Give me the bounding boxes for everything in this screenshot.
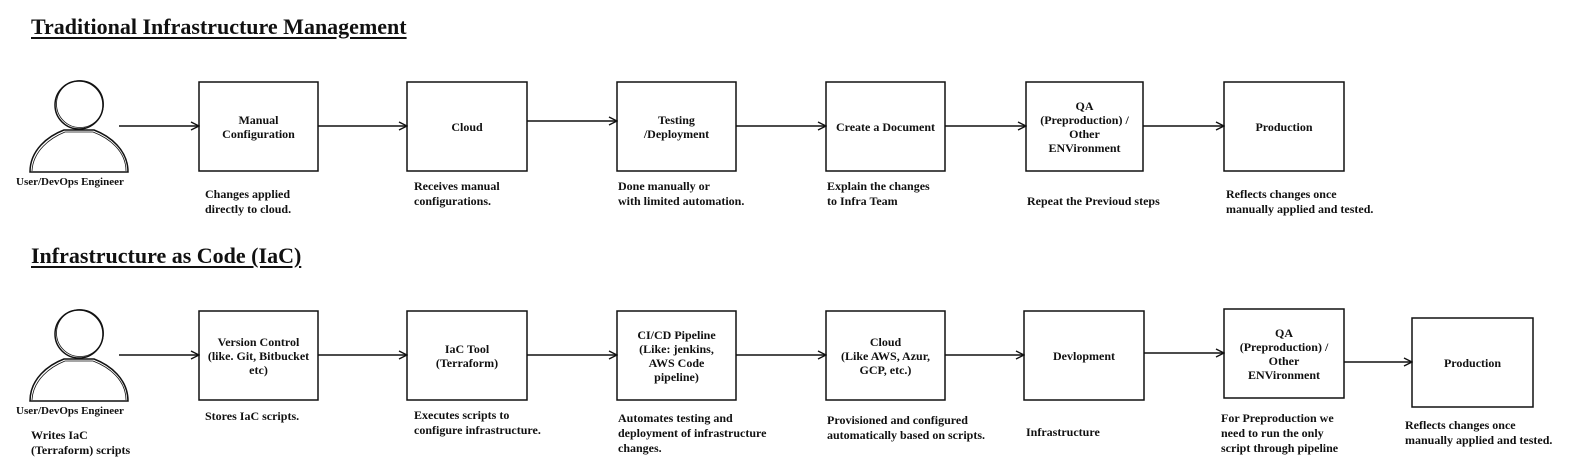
step-production: Production [1443,355,1502,370]
step-note: Automates testing and deployment of infr… [618,411,767,455]
step-note: Explain the changes to Infra Team [827,179,930,208]
step-note: Receives manual configurations. [414,179,500,208]
step-note: Repeat the Previoud steps [1027,194,1160,208]
step-note: Reflects changes once manually applied a… [1405,418,1553,447]
section-title-iac: Infrastructure as Code (IaC) [31,243,302,268]
step-production: Production [1255,119,1313,134]
user-label: User/DevOps Engineer [16,405,124,417]
step-note: Changes applied directly to cloud. [205,187,292,216]
step-cloud: Cloud (Like AWS, Azur, GCP, etc.) [841,334,930,377]
step-version-control: Version Control (like. Git, Bitbucket et… [207,334,310,377]
step-note: Infrastructure [1026,425,1100,439]
step-note: Reflects changes once manually applied a… [1226,187,1374,216]
step-cicd-pipeline: CI/CD Pipeline (Like: jenkins, AWS Code … [637,327,716,384]
step-qa-environment: QA (Preproduction) / Other ENVironment [1040,98,1129,155]
step-create-document: Create a Document [835,119,936,134]
step-qa-environment: QA (Preproduction) / Other ENVironment [1239,325,1329,382]
step-cloud: Cloud [451,119,483,134]
step-note: Done manually or with limited automation… [618,179,745,208]
step-note: For Preproduction we need to run the onl… [1221,411,1339,455]
user-icon [29,309,129,402]
user-label: User/DevOps Engineer [16,176,124,188]
user-note: Writes IaC (Terraform) scripts [31,428,131,457]
step-development: Devlopment [1053,348,1115,363]
step-manual-configuration: Manual Configuration [222,112,295,141]
step-note: Stores IaC scripts. [205,409,300,423]
step-note: Provisioned and configured automatically… [827,413,986,442]
step-note: Executes scripts to configure infrastruc… [414,408,541,437]
step-iac-tool: IaC Tool (Terraform) [435,341,499,370]
step-testing-deployment: Testing /Deployment [643,112,710,141]
section-title-traditional: Traditional Infrastructure Management [31,14,407,39]
user-icon [29,80,129,173]
